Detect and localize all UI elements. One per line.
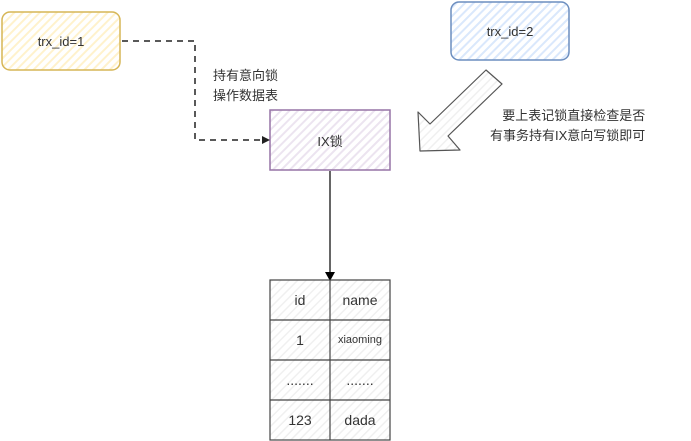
table-cell: ....... — [286, 372, 314, 388]
trx2-annotation-line: 要上表记锁直接检查是否 — [502, 108, 646, 123]
table-cell: 123 — [288, 412, 312, 428]
trx1-annotation-line: 操作数据表 — [213, 88, 279, 103]
table-cell: xiaoming — [337, 334, 383, 346]
ix-lock-node-label: IX锁 — [317, 133, 343, 149]
table-cell: dada — [344, 412, 376, 428]
trx2-node-shape[interactable] — [450, 1, 570, 61]
block-arrow-trx2-to-ix[interactable] — [417, 69, 503, 152]
table-header-id: id — [294, 292, 306, 308]
trx2-node-label: trx_id=2 — [486, 23, 534, 39]
table-header-name: name — [342, 292, 378, 308]
trx1-annotation: 持有意向锁 操作数据表 — [213, 66, 278, 106]
dashed-edge-arrowhead-icon — [262, 136, 270, 144]
trx2-annotation-line: 有事务持有IX意向写锁即可 — [490, 128, 646, 143]
solid-edge-arrowhead-icon — [325, 272, 335, 281]
dashed-edge-trx1-to-ix[interactable] — [122, 40, 262, 141]
table-cell: 1 — [296, 332, 304, 348]
trx2-annotation: 要上表记锁直接检查是否 有事务持有IX意向写锁即可 — [490, 106, 645, 146]
table-cell: ....... — [346, 372, 374, 388]
ix-lock-node-shape[interactable] — [269, 109, 391, 171]
trx1-node-label: trx_id=1 — [37, 33, 85, 49]
trx1-annotation-line: 持有意向锁 — [213, 68, 279, 83]
trx1-node-shape[interactable] — [1, 11, 121, 71]
